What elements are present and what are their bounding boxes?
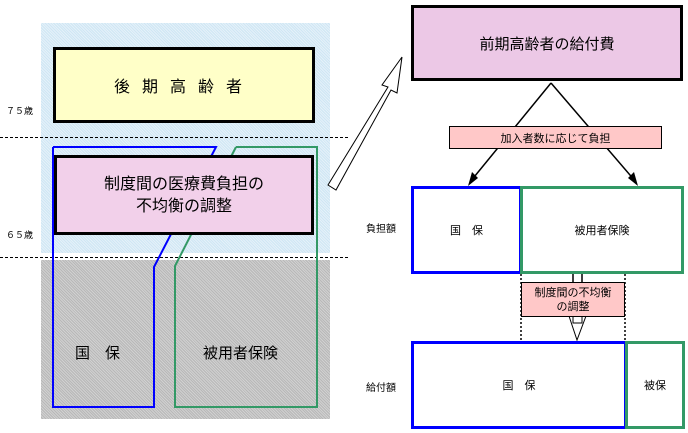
adjustment-note: 制度間の不均衡 の調整: [521, 282, 625, 317]
under-65-band: [41, 260, 330, 419]
late-elderly-label: 後期高齢者: [113, 77, 254, 96]
late-elderly-box: 後期高齢者: [53, 47, 315, 123]
adjustment-box: 制度間の医療費負担の 不均衡の調整: [54, 155, 314, 235]
kokuho-outline: [52, 146, 218, 408]
burden-note-text: 加入者数に応じて負担: [500, 131, 611, 145]
hollow-arrow: [327, 56, 403, 191]
benefit-kokuho-box: 国 保: [411, 341, 627, 429]
kokuho-label: 国 保: [75, 344, 121, 362]
age-75-line: [0, 137, 348, 138]
adjustment-note-line2: の調整: [556, 299, 590, 313]
burden-employee-box: 被用者保険: [520, 186, 684, 274]
early-elderly-benefit-box: 前期高齢者の給付費: [411, 5, 683, 81]
employee-outline: [174, 146, 318, 408]
adjustment-label-line1: 制度間の医療費負担の: [103, 174, 264, 193]
burden-note: 加入者数に応じて負担: [449, 126, 662, 149]
age-65-label: ６５歳: [6, 231, 34, 241]
employee-insurance-label: 被用者保険: [203, 344, 279, 362]
burden-employee-label: 被用者保険: [574, 224, 630, 237]
benefit-employee-label: 被保: [644, 379, 666, 392]
burden-kokuho-box: 国 保: [411, 186, 522, 274]
benefit-row-label: 給付額: [366, 383, 396, 394]
adjustment-label-line2: 不均衡の調整: [135, 196, 232, 215]
top-box-label: 前期高齢者の給付費: [479, 34, 615, 53]
adjustment-note-line1: 制度間の不均衡: [534, 285, 612, 299]
age-75-label: ７５歳: [6, 107, 34, 117]
burden-row-label: 負担額: [366, 224, 396, 235]
burden-kokuho-label: 国 保: [450, 224, 483, 237]
age-65-line: [0, 257, 348, 258]
benefit-employee-box: 被保: [625, 341, 685, 429]
arrowhead-right: [628, 172, 638, 186]
down-arrow: [568, 315, 587, 342]
arrowhead-left: [468, 172, 478, 186]
benefit-kokuho-label: 国 保: [502, 379, 536, 392]
